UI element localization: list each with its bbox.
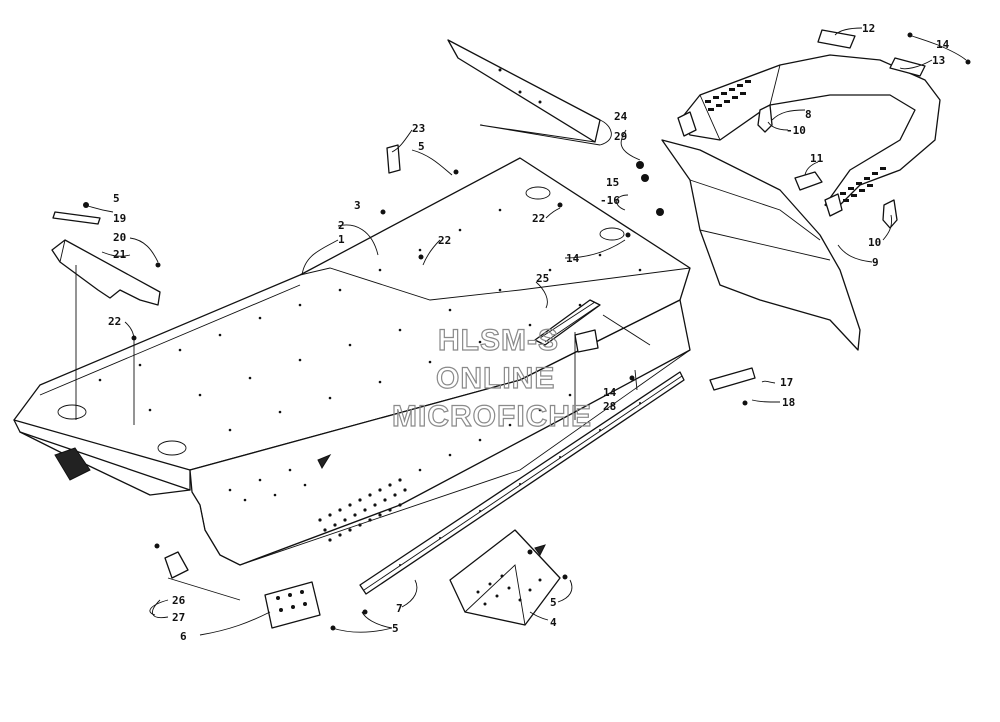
callout-6: 6 xyxy=(180,630,187,643)
callout-28: 28 xyxy=(603,400,616,413)
front-bracket xyxy=(51,211,161,306)
callout-17: 17 xyxy=(780,376,793,389)
callout-21: 21 xyxy=(113,248,127,261)
callout-26: 26 xyxy=(172,594,186,607)
callout-22-b: 22 xyxy=(438,234,451,247)
callout-25: 25 xyxy=(536,272,549,285)
callout-27: 27 xyxy=(172,611,185,624)
callout-14-c: 14 xyxy=(603,386,617,399)
leader-lines xyxy=(75,27,967,636)
callout-18: 18 xyxy=(782,396,795,409)
callout-15: 15 xyxy=(606,176,619,189)
callout-5-b: 5 xyxy=(418,140,425,153)
callout-14-a: 14 xyxy=(936,38,950,51)
callout-2: 2 xyxy=(338,219,345,232)
side-rail xyxy=(359,371,685,595)
callout-10-a: 10 xyxy=(868,236,881,249)
flap-plate xyxy=(447,39,601,146)
callout-22-c: 22 xyxy=(532,212,545,225)
callout-7: 7 xyxy=(396,602,403,615)
callouts: 1 2 3 4 5 5 5 5 6 7 8 9 10 -10 11 12 13 … xyxy=(108,22,950,643)
callout-5-d: 5 xyxy=(392,622,399,635)
callout-3: 3 xyxy=(354,199,361,212)
clip-26 xyxy=(164,551,189,579)
callout-22-a: 22 xyxy=(108,315,121,328)
callout-10-b: -10 xyxy=(786,124,806,137)
tunnel xyxy=(13,157,691,566)
watermark-line3: MICROFICHE xyxy=(392,400,592,433)
fasteners xyxy=(83,32,971,631)
decal-17 xyxy=(709,367,756,391)
mount-plate-6 xyxy=(264,581,321,629)
callout-23: 23 xyxy=(412,122,425,135)
watermark-line2: ONLINE xyxy=(436,362,555,395)
callout-19: 19 xyxy=(113,212,126,225)
snowflap xyxy=(661,139,861,351)
callout-16: -16 xyxy=(600,194,620,207)
callout-8: 8 xyxy=(805,108,812,121)
callout-1: 1 xyxy=(338,233,345,246)
callout-4: 4 xyxy=(550,616,557,629)
callout-20: 20 xyxy=(113,231,126,244)
bracket-23 xyxy=(386,144,401,174)
step-plate xyxy=(449,529,561,626)
watermark: HLSM-S ONLINE MICROFICHE xyxy=(391,323,592,433)
callout-9: 9 xyxy=(872,256,879,269)
callout-12: 12 xyxy=(862,22,875,35)
rear-bumper xyxy=(677,29,941,229)
callout-14-b: 14 xyxy=(566,252,580,265)
callout-5-a: 5 xyxy=(113,192,120,205)
callout-29: 29 xyxy=(614,130,627,143)
callout-24: 24 xyxy=(614,110,628,123)
callout-5-c: 5 xyxy=(550,596,557,609)
watermark-line1: HLSM-S xyxy=(438,324,559,357)
callout-13: 13 xyxy=(932,54,945,67)
callout-11: 11 xyxy=(810,152,824,165)
